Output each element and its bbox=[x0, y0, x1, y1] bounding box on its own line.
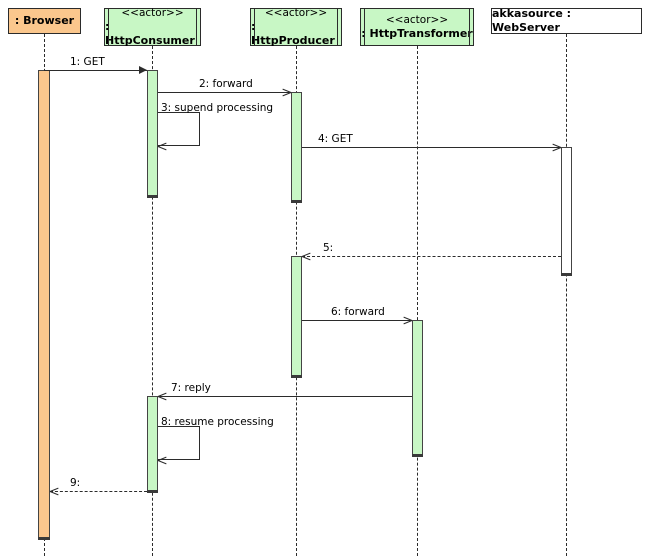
message-2-line bbox=[158, 92, 291, 93]
message-7-label: 7: reply bbox=[171, 382, 211, 394]
participant-consumer-stereotype: <<actor>> bbox=[121, 6, 184, 19]
participant-consumer[interactable]: <<actor>> : HttpConsumer bbox=[104, 6, 201, 47]
message-3-self-loop bbox=[158, 112, 200, 146]
message-2-arrowhead bbox=[282, 88, 291, 96]
message-9-label: 9: bbox=[70, 477, 81, 489]
message-7-arrowhead bbox=[158, 392, 166, 400]
message-9-arrowhead bbox=[50, 487, 58, 495]
participant-transformer-stereotype: <<actor>> bbox=[385, 13, 449, 26]
activation-bar-producer-1 bbox=[291, 92, 302, 203]
message-1-arrowhead bbox=[139, 66, 147, 74]
message-2-label: 2: forward bbox=[199, 78, 253, 90]
message-6-line bbox=[302, 320, 412, 321]
message-6-arrowhead bbox=[403, 316, 412, 324]
activation-bar-consumer-2 bbox=[147, 396, 158, 493]
message-9-line bbox=[50, 491, 147, 492]
message-4-label: 4: GET bbox=[318, 133, 353, 145]
lifeline-consumer bbox=[152, 46, 153, 556]
message-1-label: 1: GET bbox=[70, 56, 105, 68]
activation-bar-consumer-1 bbox=[147, 70, 158, 198]
message-4-line bbox=[302, 147, 561, 148]
activation-bar-webserver bbox=[561, 147, 572, 276]
lifeline-webserver bbox=[566, 34, 567, 556]
participant-producer-label: : HttpProducer bbox=[251, 19, 335, 47]
message-8-self-loop bbox=[158, 426, 200, 460]
participant-webserver-label: akkasource : WebServer bbox=[492, 7, 572, 34]
participant-producer[interactable]: <<actor>> : HttpProducer bbox=[250, 6, 342, 47]
message-5-label: 5: bbox=[323, 242, 334, 254]
participant-transformer-label: : HttpTransformer bbox=[361, 26, 473, 40]
message-3-label: 3: supend processing bbox=[161, 102, 274, 114]
participant-browser[interactable]: : Browser bbox=[8, 8, 81, 34]
activation-bar-producer-2 bbox=[291, 256, 302, 378]
message-8-arrowhead bbox=[158, 456, 166, 464]
participant-consumer-label: : HttpConsumer bbox=[105, 19, 195, 47]
message-4-arrowhead bbox=[552, 143, 561, 151]
message-8-label: 8: resume processing bbox=[161, 416, 274, 428]
participant-producer-stereotype: <<actor>> bbox=[264, 6, 328, 19]
activation-bar-transformer bbox=[412, 320, 423, 457]
activation-bar-browser bbox=[38, 70, 50, 540]
lifeline-transformer bbox=[417, 46, 418, 556]
message-5-arrowhead bbox=[302, 252, 310, 260]
message-6-label: 6: forward bbox=[331, 306, 385, 318]
message-5-line bbox=[302, 256, 561, 257]
participant-transformer[interactable]: <<actor>> : HttpTransformer bbox=[360, 8, 474, 46]
participant-webserver[interactable]: akkasource : WebServer bbox=[491, 7, 642, 34]
participant-browser-label: : Browser bbox=[14, 14, 75, 28]
message-1-line bbox=[44, 70, 147, 71]
message-7-line bbox=[158, 396, 412, 397]
message-3-arrowhead bbox=[158, 142, 166, 150]
